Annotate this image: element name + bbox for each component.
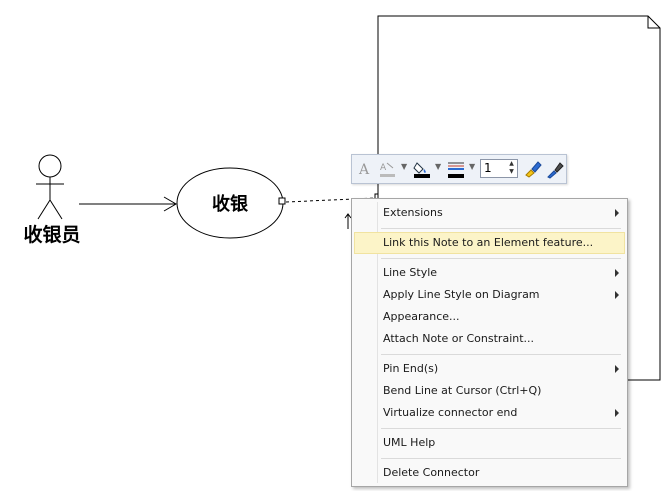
actor-label: 收银员 — [23, 224, 81, 246]
submenu-arrow-icon — [615, 291, 619, 299]
menu-separator — [381, 354, 621, 355]
line-width-stepper[interactable]: 1 ▲ ▼ — [480, 159, 518, 178]
menu-item-virtualize-connector-end[interactable]: Virtualize connector end — [354, 402, 625, 424]
menu-item-line-style[interactable]: Line Style — [354, 262, 625, 284]
menu-item-label: Link this Note to an Element feature... — [383, 236, 594, 249]
menu-item-label: Line Style — [383, 266, 438, 279]
menu-item-apply-line-style-on-diagram[interactable]: Apply Line Style on Diagram — [354, 284, 625, 306]
line-color-dropdown-icon[interactable]: ▼ — [469, 162, 476, 171]
line-width-value[interactable]: 1 — [484, 161, 492, 175]
menu-item-label: Attach Note or Constraint... — [383, 332, 535, 345]
menu-item-label: Extensions — [383, 206, 443, 219]
menu-item-delete-connector[interactable]: Delete Connector — [354, 462, 625, 484]
association-connector[interactable] — [79, 196, 177, 212]
context-menu: Extensions Link this Note to an Element … — [351, 198, 628, 487]
spin-up-icon[interactable]: ▲ — [509, 160, 514, 167]
line-color-icon[interactable] — [446, 159, 466, 179]
format-toolbar: A A ▼ ▼ ▼ 1 ▲ ▼ — [351, 154, 567, 184]
menu-item-pin-ends[interactable]: Pin End(s) — [354, 358, 625, 380]
menu-item-label: Delete Connector — [383, 466, 480, 479]
actor-figure[interactable] — [36, 154, 64, 220]
menu-item-label: Appearance... — [383, 310, 460, 323]
menu-item-label: Pin End(s) — [383, 362, 439, 375]
menu-item-label: Virtualize connector end — [383, 406, 518, 419]
submenu-arrow-icon — [615, 269, 619, 277]
submenu-arrow-icon — [615, 409, 619, 417]
menu-item-link-note-to-element-feature[interactable]: Link this Note to an Element feature... — [354, 232, 625, 254]
menu-item-appearance[interactable]: Appearance... — [354, 306, 625, 328]
connector-handle-start[interactable] — [278, 197, 286, 205]
menu-item-extensions[interactable]: Extensions — [354, 202, 625, 224]
menu-separator — [381, 228, 621, 229]
spin-down-icon[interactable]: ▼ — [509, 168, 514, 175]
font-icon[interactable]: A — [357, 159, 373, 179]
svg-text:A: A — [358, 162, 370, 178]
menu-item-attach-note-or-constraint[interactable]: Attach Note or Constraint... — [354, 328, 625, 350]
submenu-arrow-icon — [615, 209, 619, 217]
svg-text:A: A — [380, 163, 387, 173]
menu-gutter — [377, 202, 378, 483]
apply-style-icon[interactable] — [545, 159, 565, 179]
menu-separator — [381, 428, 621, 429]
fill-color-icon[interactable] — [412, 159, 432, 179]
submenu-arrow-icon — [615, 365, 619, 373]
menu-item-bend-line-at-cursor[interactable]: Bend Line at Cursor (Ctrl+Q) — [354, 380, 625, 402]
menu-item-label: Bend Line at Cursor (Ctrl+Q) — [383, 384, 542, 397]
menu-item-label: Apply Line Style on Diagram — [383, 288, 540, 301]
font-color-dropdown-icon[interactable]: ▼ — [401, 162, 408, 171]
fill-color-dropdown-icon[interactable]: ▼ — [435, 162, 442, 171]
cursor-icon — [344, 213, 352, 229]
font-color-icon[interactable]: A — [378, 159, 398, 179]
menu-item-label: UML Help — [383, 436, 436, 449]
menu-separator — [381, 258, 621, 259]
menu-item-uml-help[interactable]: UML Help — [354, 432, 625, 454]
menu-separator — [381, 458, 621, 459]
get-style-icon[interactable] — [523, 159, 543, 179]
use-case-label: 收银 — [212, 194, 248, 215]
